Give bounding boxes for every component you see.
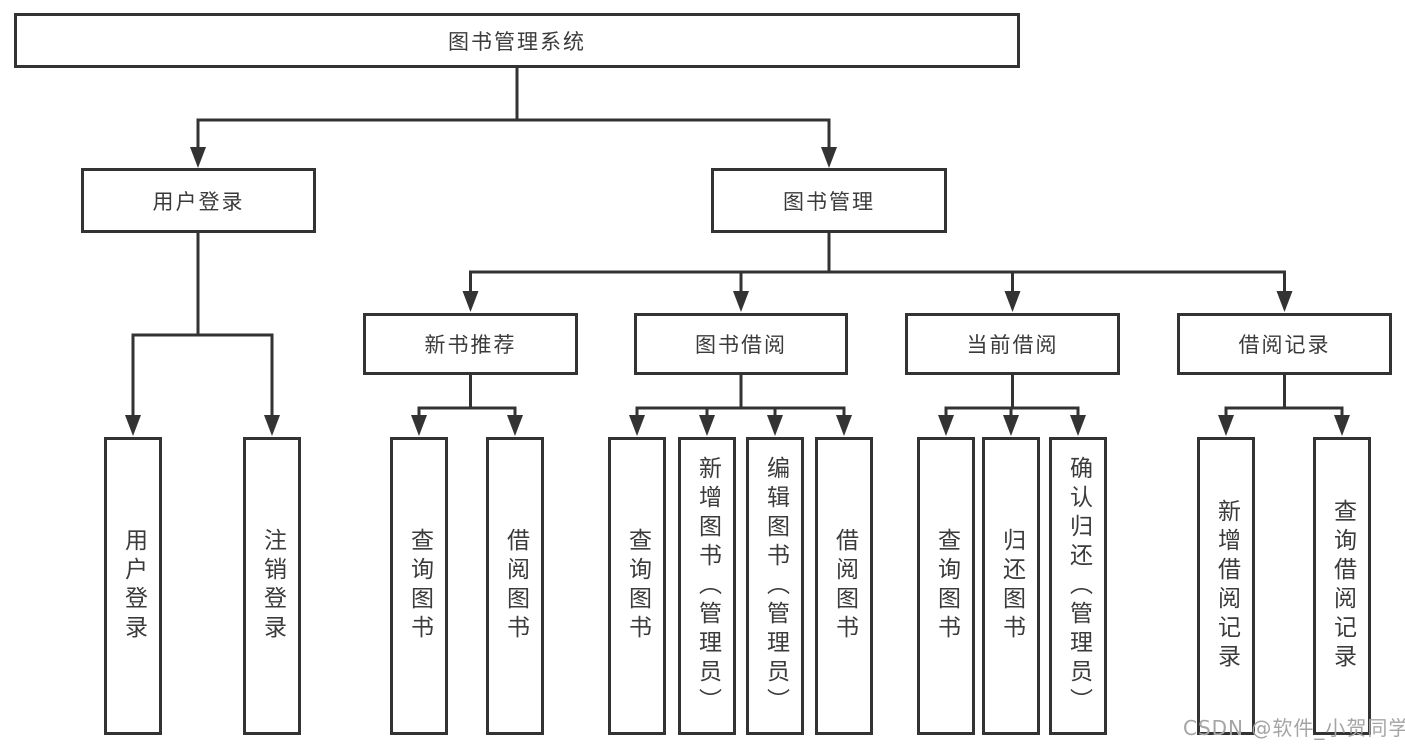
leaf-add-book-admin: 新增图书（管理员） [678,437,736,735]
node-label: 查询图书 [624,528,651,644]
node-borrow-record: 借阅记录 [1177,313,1392,375]
node-label: 图书借阅 [695,333,787,357]
leaf-query-books-borrow: 查询图书 [608,437,666,735]
node-label: 借阅图书 [831,528,858,644]
node-book-management: 图书管理 [711,168,947,233]
leaf-logout: 注销登录 [243,437,301,735]
leaf-return-books: 归还图书 [982,437,1040,735]
leaf-query-books-current: 查询图书 [917,437,975,735]
leaf-user-login: 用户登录 [104,437,162,735]
node-label: 用户登录 [120,528,147,644]
leaf-edit-book-admin: 编辑图书（管理员） [746,437,804,735]
node-library-management-system: 图书管理系统 [14,13,1020,68]
node-label: 注销登录 [259,528,286,644]
node-book-borrow: 图书借阅 [634,313,848,375]
leaf-borrow-books-recommend: 借阅图书 [486,437,544,735]
leaf-query-borrow-record: 查询借阅记录 [1313,437,1371,735]
node-label: 借阅图书 [502,528,529,644]
node-current-borrow: 当前借阅 [905,313,1120,375]
node-label: 编辑图书（管理员） [762,455,789,717]
leaf-borrow-books: 借阅图书 [815,437,873,735]
node-label: 新增借阅记录 [1213,499,1240,673]
node-label: 新书推荐 [424,333,517,357]
node-label: 图书管理系统 [448,29,586,54]
node-label: 用户登录 [152,189,245,214]
leaf-query-books-recommend: 查询图书 [390,437,448,735]
node-label: 当前借阅 [966,333,1059,357]
node-label: 借阅记录 [1238,333,1331,357]
node-label: 确认归还（管理员） [1065,455,1092,717]
leaf-add-borrow-record: 新增借阅记录 [1197,437,1255,735]
node-label: 查询借阅记录 [1329,499,1356,673]
node-label: 图书管理 [783,189,875,214]
node-label: 查询图书 [406,528,433,644]
node-user-login: 用户登录 [81,168,316,233]
node-label: 归还图书 [998,528,1025,644]
node-label: 新增图书（管理员） [694,455,721,717]
node-new-book-recommend: 新书推荐 [363,313,578,375]
csdn-watermark: CSDN @软件_小贺同学 [1183,716,1405,740]
leaf-confirm-return-admin: 确认归还（管理员） [1049,437,1107,735]
node-label: 查询图书 [933,528,960,644]
